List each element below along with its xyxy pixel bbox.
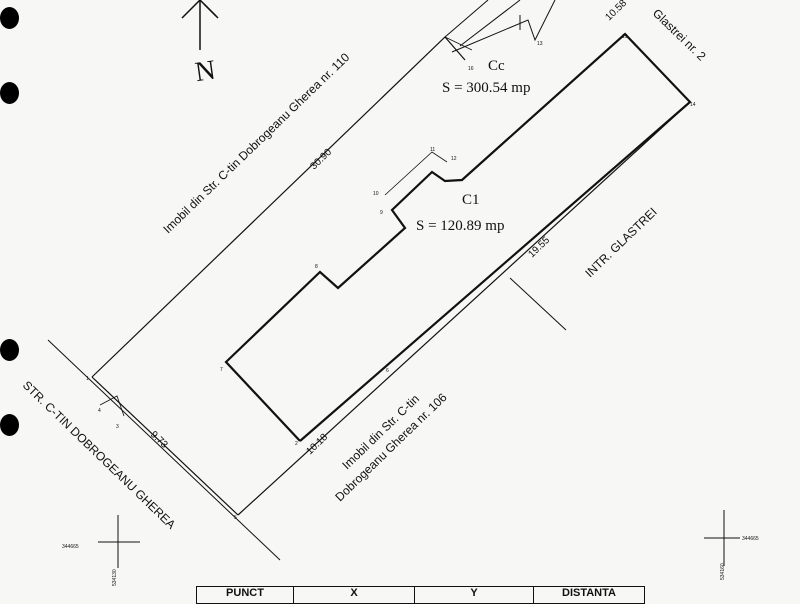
dimension-ne-side: 10.58 (603, 0, 629, 23)
point-number: 7 (220, 367, 223, 373)
grid-mark-left-x: 344665 (62, 544, 79, 550)
point-number: 11 (430, 147, 435, 153)
adjacent-building-outline (444, 0, 556, 53)
point-number: 13 (537, 41, 543, 47)
lane-side-line (509, 277, 567, 331)
neighbor-ne-label: Glastrei nr. 2 (650, 6, 709, 64)
point-number: 3 (116, 424, 119, 430)
column-header-punct: PUNCT (196, 586, 294, 604)
building-c1-area: S = 120.89 mp (416, 218, 504, 234)
dimension-south-corner: 10.18 (304, 432, 330, 458)
column-header-x: X (293, 586, 415, 604)
street-main-label: STR. C-TIN DOBROGEANU GHEREA (20, 378, 178, 532)
point-number: 5 (234, 515, 237, 521)
grid-mark-right (704, 510, 740, 566)
point-number: 10 (373, 191, 379, 197)
grid-mark-left (98, 515, 140, 568)
dimension-nw-side: 30.90 (308, 147, 334, 173)
dimension-se-side: 19.55 (526, 235, 552, 261)
point-number: 12 (451, 156, 457, 162)
coordinates-table: PUNCT X Y DISTANTA (196, 586, 645, 604)
column-header-distanta: DISTANTA (533, 586, 645, 604)
binder-hole-4 (0, 414, 19, 436)
neighbor-se-label-line2: Dobrogeanu Gherea nr. 106 (332, 390, 449, 504)
street-lane-label: INTR. GLASTREI (582, 205, 659, 280)
coordinates-table-header-row: PUNCT X Y DISTANTA (196, 586, 645, 604)
north-letter: N (193, 55, 217, 89)
point-number: 8 (315, 264, 318, 270)
point-number: 14 (690, 102, 696, 108)
north-arrow-icon (181, 0, 219, 50)
grid-mark-right-x: 344665 (742, 536, 759, 542)
grid-mark-right-y: 534160 (720, 563, 726, 580)
binder-hole-3 (0, 339, 19, 361)
binder-hole-2 (0, 82, 19, 104)
street-curb-line (47, 339, 281, 561)
point-number: 6 (386, 368, 389, 374)
point-number: 4 (98, 408, 101, 414)
grid-mark-left-y: 534130 (112, 569, 118, 586)
binder-hole-1 (0, 7, 19, 29)
building-c1-label: C1 (462, 192, 480, 208)
annex-marks (99, 36, 473, 417)
point-number: 9 (380, 210, 383, 216)
building-c1-outline (224, 32, 692, 442)
parcel-area-label: Cc (488, 58, 505, 74)
neighbor-nw-label: Imobil din Str. C-tin Dobrogeanu Gherea … (160, 50, 352, 236)
point-number: 15 (622, 34, 628, 40)
column-header-y: Y (414, 586, 534, 604)
point-number: 16 (468, 66, 474, 72)
point-number-group: 1 2 3 4 5 6 7 8 9 10 11 12 13 14 15 16 (86, 34, 696, 521)
point-number: 1 (86, 376, 89, 382)
parcel-area-value: S = 300.54 mp (442, 80, 530, 96)
point-number: 2 (295, 441, 298, 447)
